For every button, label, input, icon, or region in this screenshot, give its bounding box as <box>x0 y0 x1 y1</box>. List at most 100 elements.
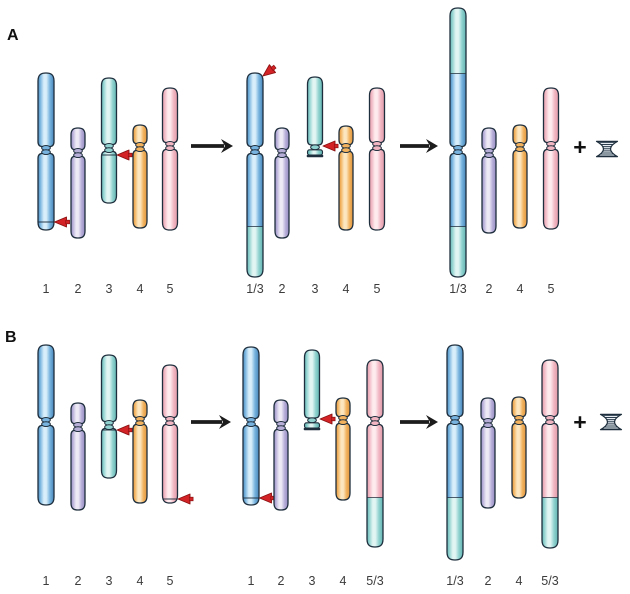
chromosome-3: 3 <box>306 76 339 296</box>
chromosome-segment-orange <box>133 424 147 503</box>
remnant-base-line <box>303 427 321 431</box>
chromosome-arm-outline <box>161 364 179 419</box>
chromosome-1-3: 1/3 <box>246 64 277 296</box>
chromosome-4: 4 <box>132 399 148 588</box>
chromosome-2: 2 <box>70 402 86 588</box>
chromosome-arm-outline <box>246 152 264 278</box>
chromosome-arm-outline <box>368 87 386 144</box>
chromosome-arm-outline <box>449 152 467 278</box>
chromosome-segment-pink <box>162 424 178 503</box>
chromosome-arm-outline <box>100 77 118 146</box>
chromosome-segment-orange <box>339 151 353 230</box>
chromosome-label: 5/3 <box>541 574 558 588</box>
remnant-base-line <box>306 154 324 158</box>
chromosome-segment-teal <box>101 355 117 422</box>
centromere-knot <box>104 147 114 154</box>
chromosome-segment-blue <box>38 425 54 505</box>
chromosome-label: 4 <box>517 282 524 296</box>
centromere-knot <box>484 152 494 159</box>
chromosome-segment-orange <box>133 150 147 228</box>
chromosome-arm-outline <box>542 87 560 144</box>
chromosome-label: 1 <box>248 574 255 588</box>
chromosome-arm-outline <box>132 399 148 419</box>
chromosome-1: 1 <box>37 72 70 296</box>
chromosome-segment-pink <box>542 423 558 498</box>
centromere-remnant <box>306 149 324 156</box>
centromere-knot <box>41 149 51 156</box>
chromosome-1: 1 <box>37 344 55 588</box>
chromosome-segment-teal <box>450 8 466 74</box>
centromere-knot <box>453 149 463 156</box>
chromosome-segment-orange <box>133 125 147 144</box>
chromosome-label: 2 <box>279 282 286 296</box>
group-karyotype-final: 1/3 2 4 5 <box>449 7 560 296</box>
chromosome-5: 5 <box>368 87 386 296</box>
chromosome-arm-outline <box>273 428 289 511</box>
chromosome-2: 2 <box>70 127 86 296</box>
chromosome-segment-lavender <box>71 403 85 424</box>
centromere-knot <box>104 424 114 431</box>
chromosome-arm-outline <box>366 359 384 419</box>
chromosome-arm-outline <box>541 422 559 549</box>
chromosome-segment-orange <box>512 397 526 417</box>
centromere-knot <box>546 145 556 152</box>
chromosome-label: 3 <box>106 574 113 588</box>
chromosome-label: 5/3 <box>366 574 383 588</box>
chromosome-4: 4 <box>338 125 354 296</box>
chromosome-segment-lavender <box>482 128 496 150</box>
chromosome-label: 1 <box>43 574 50 588</box>
plus-sign: + <box>573 409 586 435</box>
red-arrowhead-icon <box>319 413 336 425</box>
chromosome-arm-outline <box>306 76 324 146</box>
red-arrowhead-icon <box>177 493 194 505</box>
chromosome-arm-outline <box>512 124 528 145</box>
chromosome-arm-outline <box>511 396 527 418</box>
chromosome-label: 5 <box>167 282 174 296</box>
chromosome-segment-pink <box>369 149 385 230</box>
chromosome-label: 3 <box>106 282 113 296</box>
chromosome-segment-blue <box>243 425 259 505</box>
chromosome-arm-outline <box>246 72 264 148</box>
chromosome-4: 4 <box>132 124 148 296</box>
chromosome-segment-lavender <box>481 398 495 420</box>
chromosome-segment-lavender <box>481 426 495 508</box>
chromosome-arm-outline <box>480 425 496 509</box>
centromere-knot <box>310 144 320 151</box>
centromere-knot <box>246 421 256 428</box>
chromosome-segment-lavender <box>71 128 85 150</box>
centromere-knot <box>514 419 524 426</box>
chromosome-label: 1/3 <box>449 282 466 296</box>
chromosome-5-3: 5/3 <box>541 359 559 588</box>
chromosome-1-3: 1/3 <box>449 7 467 296</box>
chromosome-label: 2 <box>485 574 492 588</box>
chromosome-2: 2 <box>480 397 496 588</box>
chromosome-arm-outline <box>480 397 496 421</box>
chromosome-5: 5 <box>542 87 560 296</box>
red-arrowhead-icon <box>322 140 339 152</box>
chromosome-label: 1/3 <box>446 574 463 588</box>
chromosome-segment-pink <box>367 424 383 498</box>
chromosome-segment-orange <box>513 125 527 144</box>
chromosome-label: 5 <box>548 282 555 296</box>
chromosome-label: 2 <box>278 574 285 588</box>
chromosome-segment-blue <box>38 73 54 147</box>
centromere-knot <box>73 426 83 433</box>
chromosome-arm-outline <box>37 344 55 420</box>
arrow-icon <box>191 139 233 153</box>
arrow-icon <box>191 415 231 429</box>
chromosome-segment-pink <box>162 88 178 143</box>
chromosome-arm-outline <box>161 148 179 231</box>
chromosome-arm-outline <box>542 148 560 230</box>
chromosome-label: 2 <box>486 282 493 296</box>
centromere-knot <box>276 425 286 432</box>
chromosome-label: 2 <box>75 282 82 296</box>
chromosome-3: 3 <box>100 77 133 296</box>
centromere-knot <box>73 152 83 159</box>
centromere-knot <box>165 145 175 152</box>
red-arrowhead-icon <box>262 64 277 77</box>
chromosome-arm-outline <box>541 359 559 418</box>
